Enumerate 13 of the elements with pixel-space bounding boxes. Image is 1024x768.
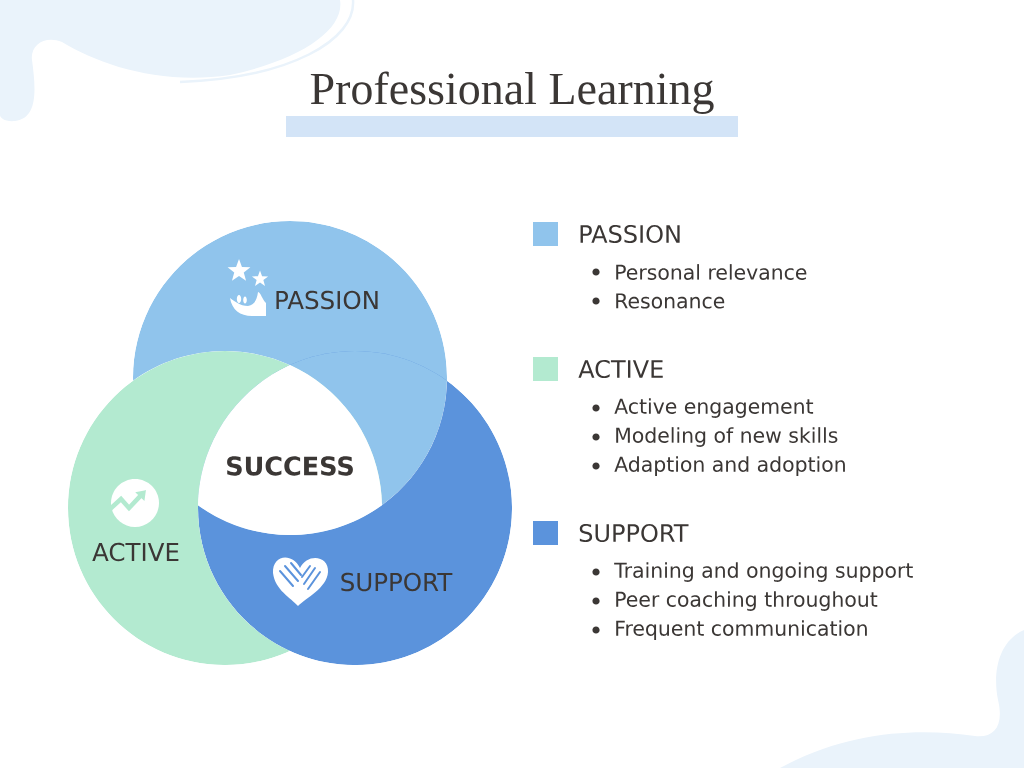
bullet-text: Adaption and adoption bbox=[614, 456, 845, 476]
legend-heading: PASSION bbox=[580, 224, 680, 244]
title: Professional Learning bbox=[286, 71, 738, 137]
bullet-text: Resonance bbox=[616, 293, 725, 309]
legend-heading: SUPPORT bbox=[579, 523, 689, 543]
bullet-text: Personal relevance bbox=[616, 264, 807, 280]
legend-heading: ACTIVE bbox=[578, 359, 663, 379]
bullet-text: Modeling of new skills bbox=[616, 427, 838, 447]
bullet-text: Training and ongoing support bbox=[614, 562, 913, 582]
overlap-region: SUCCESS bbox=[198, 365, 382, 535]
bullet-text: Frequent communication bbox=[616, 620, 867, 640]
bullet-text: Active engagement bbox=[614, 398, 814, 418]
bullet-text: Peer coaching throughout bbox=[616, 591, 878, 611]
